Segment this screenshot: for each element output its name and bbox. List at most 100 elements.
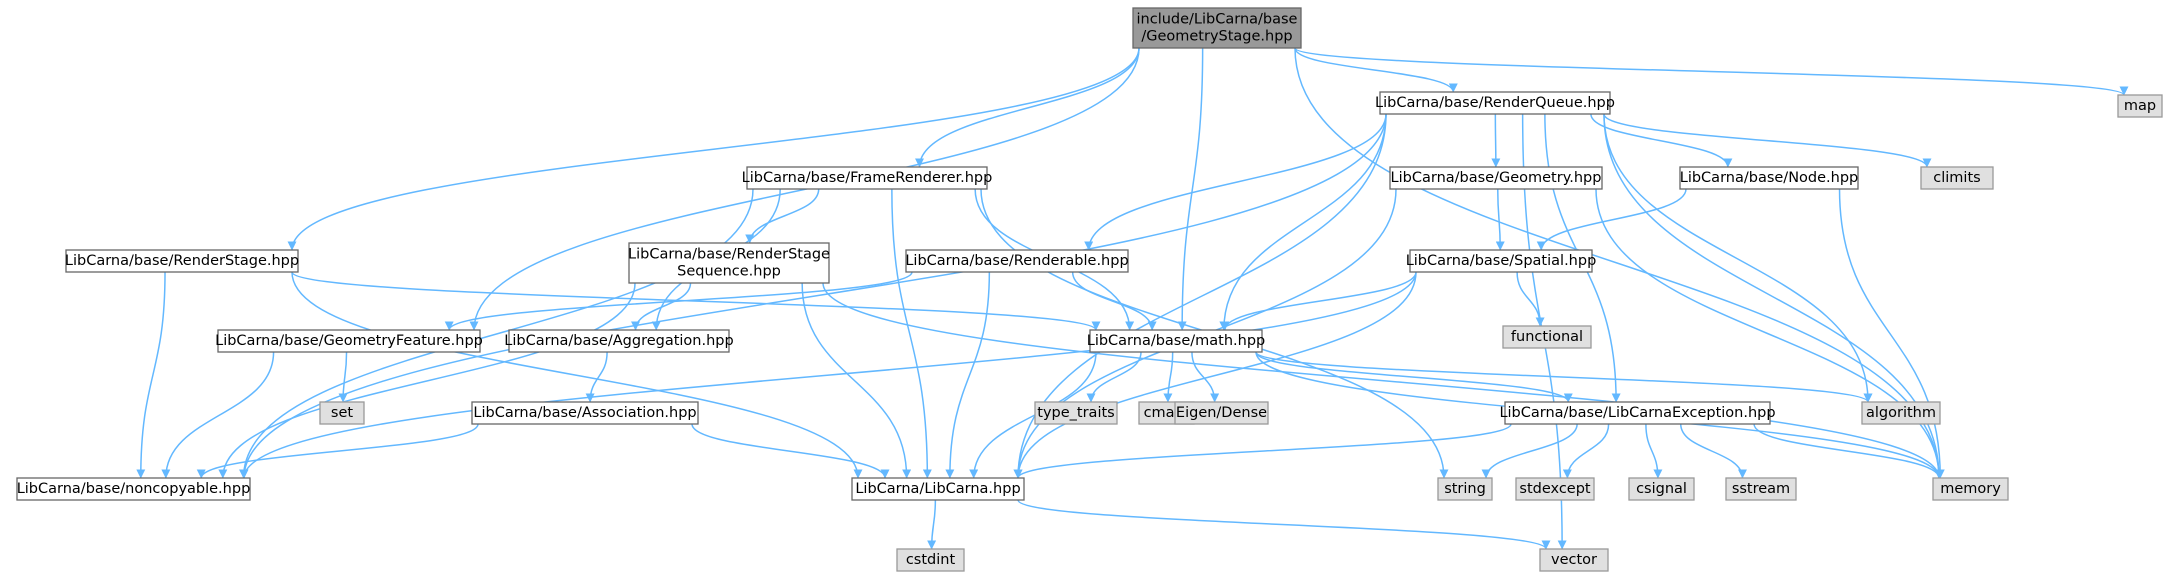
node-algorithm[interactable]: algorithm [1861, 401, 1941, 425]
edge-geometryfeature-to-noncopyable [161, 351, 275, 479]
edge-spatial-to-math [1220, 271, 1417, 331]
node-eigen-box [1174, 401, 1269, 425]
node-vector-box [1539, 548, 1609, 572]
node-vector[interactable]: vector [1539, 548, 1609, 572]
node-renderqueue-box [1379, 91, 1611, 115]
node-csignal[interactable]: csignal [1628, 477, 1695, 501]
edge-geometry-to-spatial [1495, 188, 1505, 251]
node-root-label: /GeometryStage.hpp [1141, 29, 1292, 45]
edge-association-to-libcarna [691, 423, 890, 479]
edge-node-to-spatial [1536, 188, 1687, 251]
edge-geometry-to-memory [1595, 188, 1944, 479]
edge-root-to-framerenderer [915, 47, 1140, 168]
node-set-box [319, 401, 365, 425]
edge-renderstage-to-noncopyable [136, 271, 166, 479]
node-cstdint[interactable]: cstdint [896, 548, 965, 572]
node-renderstage-label: LibCarna/base/RenderStage.hpp [65, 253, 299, 269]
node-sstream[interactable]: sstream [1725, 477, 1797, 501]
node-libcarna-label: LibCarna/LibCarna.hpp [855, 481, 1020, 497]
node-root-label: include/LibCarna/base [1137, 12, 1298, 28]
node-cstdint-label: cstdint [906, 552, 956, 568]
edge-spatial-to-functional [1516, 271, 1545, 327]
node-set-label: set [331, 405, 353, 421]
node-framerenderer-box [746, 166, 988, 190]
edge-exception-to-libcarna [1013, 423, 1512, 479]
node-root[interactable]: include/LibCarna/base/GeometryStage.hpp [1132, 7, 1302, 49]
edge-exception-to-string [1481, 423, 1578, 479]
edge-spatial-to-noncopyable [239, 271, 1417, 479]
node-functional-label: functional [1511, 329, 1583, 345]
node-eigen[interactable]: Eigen/Dense [1174, 401, 1269, 425]
node-typetraits-label: type_traits [1037, 405, 1114, 421]
node-aggregation[interactable]: LibCarna/base/Aggregation.hpp [504, 329, 734, 353]
node-renderstage[interactable]: LibCarna/base/RenderStage.hpp [65, 249, 299, 273]
node-csignal-box [1628, 477, 1695, 501]
node-renderqueue-label: LibCarna/base/RenderQueue.hpp [1375, 95, 1615, 111]
node-math-label: LibCarna/base/math.hpp [1087, 333, 1266, 349]
node-functional-box [1502, 325, 1592, 349]
node-cstdint-box [896, 548, 965, 572]
edge-root-to-map [1294, 47, 2129, 96]
edge-renderstage-to-math [291, 271, 1101, 331]
node-libcarna[interactable]: LibCarna/LibCarna.hpp [851, 477, 1025, 501]
node-algorithm-box [1861, 401, 1941, 425]
node-climits-label: climits [1933, 170, 1980, 186]
node-geometryfeature[interactable]: LibCarna/base/GeometryFeature.hpp [215, 329, 483, 353]
node-stdexcept-label: stdexcept [1519, 481, 1591, 497]
node-noncopyable[interactable]: LibCarna/base/noncopyable.hpp [16, 477, 251, 501]
node-association[interactable]: LibCarna/base/Association.hpp [471, 401, 699, 425]
edge-renderqueue-to-math [1219, 113, 1387, 331]
node-map-label: map [2124, 98, 2156, 114]
node-renderqueue[interactable]: LibCarna/base/RenderQueue.hpp [1375, 91, 1615, 115]
node-node[interactable]: LibCarna/base/Node.hpp [1679, 166, 1859, 190]
edge-exception-to-memory [1753, 423, 1944, 479]
node-map[interactable]: map [2117, 94, 2163, 118]
edge-renderqueue-to-algorithm [1603, 113, 1873, 403]
node-renderable-box [905, 249, 1129, 273]
edge-renderstageseq-to-libcarna [801, 282, 912, 479]
node-vector-label: vector [1551, 552, 1597, 568]
node-root-box [1132, 7, 1302, 49]
node-aggregation-box [508, 329, 730, 353]
node-climits[interactable]: climits [1920, 166, 1994, 190]
edge-renderqueue-to-climits [1603, 113, 1932, 168]
node-math-box [1089, 329, 1263, 353]
node-math[interactable]: LibCarna/base/math.hpp [1087, 329, 1266, 353]
edge-geometryfeature-to-set [338, 351, 348, 403]
node-geometry[interactable]: LibCarna/base/Geometry.hpp [1389, 166, 1603, 190]
node-renderable[interactable]: LibCarna/base/Renderable.hpp [905, 249, 1129, 273]
node-libcarna-box [851, 477, 1025, 501]
node-typetraits-box [1034, 401, 1118, 425]
node-association-label: LibCarna/base/Association.hpp [473, 405, 696, 421]
edge-renderable-to-libcarna [945, 271, 991, 479]
node-set[interactable]: set [319, 401, 365, 425]
node-spatial[interactable]: LibCarna/base/Spatial.hpp [1406, 249, 1597, 273]
node-geometry-label: LibCarna/base/Geometry.hpp [1391, 170, 1602, 186]
edges-layer [136, 47, 2129, 550]
node-framerenderer-label: LibCarna/base/FrameRenderer.hpp [742, 170, 993, 186]
edge-framerenderer-to-libcarna [891, 188, 932, 479]
node-stdexcept[interactable]: stdexcept [1515, 477, 1595, 501]
node-climits-box [1920, 166, 1994, 190]
node-typetraits[interactable]: type_traits [1034, 401, 1118, 425]
node-string-label: string [1444, 481, 1486, 497]
node-framerenderer[interactable]: LibCarna/base/FrameRenderer.hpp [742, 166, 993, 190]
node-memory[interactable]: memory [1932, 477, 2009, 501]
edge-renderstage-to-libcarna [291, 271, 863, 479]
node-map-box [2117, 94, 2163, 118]
edge-spatial-to-libcarna [1013, 271, 1417, 479]
node-eigen-label: Eigen/Dense [1176, 405, 1267, 421]
node-string-box [1437, 477, 1493, 501]
node-functional[interactable]: functional [1502, 325, 1592, 349]
nodes-layer: include/LibCarna/base/GeometryStage.hppL… [16, 7, 2163, 572]
edge-root-to-renderstage [287, 47, 1140, 251]
node-string[interactable]: string [1437, 477, 1493, 501]
node-renderstageseq-box [628, 242, 830, 284]
node-association-box [471, 401, 699, 425]
node-node-label: LibCarna/base/Node.hpp [1680, 170, 1859, 186]
node-aggregation-label: LibCarna/base/Aggregation.hpp [504, 333, 733, 349]
edge-root-to-math [1177, 47, 1204, 331]
node-exception[interactable]: LibCarna/base/LibCarnaException.hpp [1499, 401, 1776, 425]
